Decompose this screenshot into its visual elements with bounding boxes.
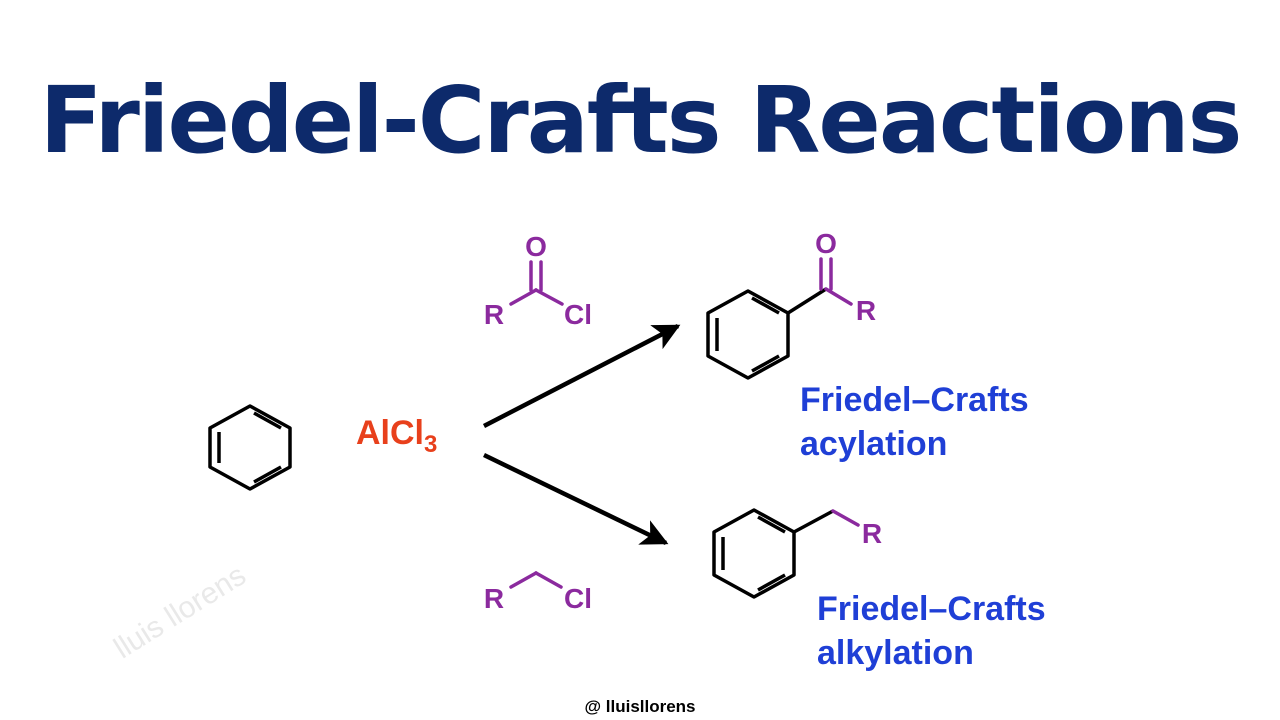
alkyl-chlorine-label: Cl	[564, 583, 592, 614]
alkylation-arrow	[483, 452, 669, 546]
watermark-text: lluis llorens	[108, 559, 251, 666]
catalyst-label: AlCl3	[356, 414, 437, 458]
alkyl-r-group-label: R	[484, 583, 504, 614]
acylation-r-group-label: R	[856, 295, 876, 326]
alkyl-chloride-reagent: R Cl	[484, 571, 592, 614]
benzene-reactant	[208, 404, 292, 491]
acyl-oxygen-label: O	[525, 231, 547, 262]
alkylation-product: R	[712, 508, 882, 599]
acylation-arrow	[482, 324, 681, 428]
acylation-benzene-ring	[706, 289, 790, 380]
alkylation-label-line2: alkylation	[817, 634, 974, 672]
acylation-product: O R	[706, 228, 876, 380]
catalyst-subscript: 3	[424, 431, 437, 458]
page-title: Friedel-Crafts Reactions	[39, 67, 1243, 174]
acylation-label-line2: acylation	[800, 425, 947, 463]
acyl-chloride-reagent: O R Cl	[484, 231, 592, 330]
alkylation-r-group-label: R	[862, 518, 882, 549]
catalyst-base: AlCl	[356, 414, 424, 452]
alkylation-benzene-ring	[712, 508, 796, 599]
alkylation-label-line1: Friedel–Crafts	[817, 590, 1046, 628]
acyl-r-group-label: R	[484, 299, 504, 330]
acylation-oxygen-label: O	[815, 228, 837, 259]
acyl-chlorine-label: Cl	[564, 299, 592, 330]
acylation-label-line1: Friedel–Crafts	[800, 381, 1029, 419]
footer-handle: @ lluisllorens	[584, 697, 695, 716]
